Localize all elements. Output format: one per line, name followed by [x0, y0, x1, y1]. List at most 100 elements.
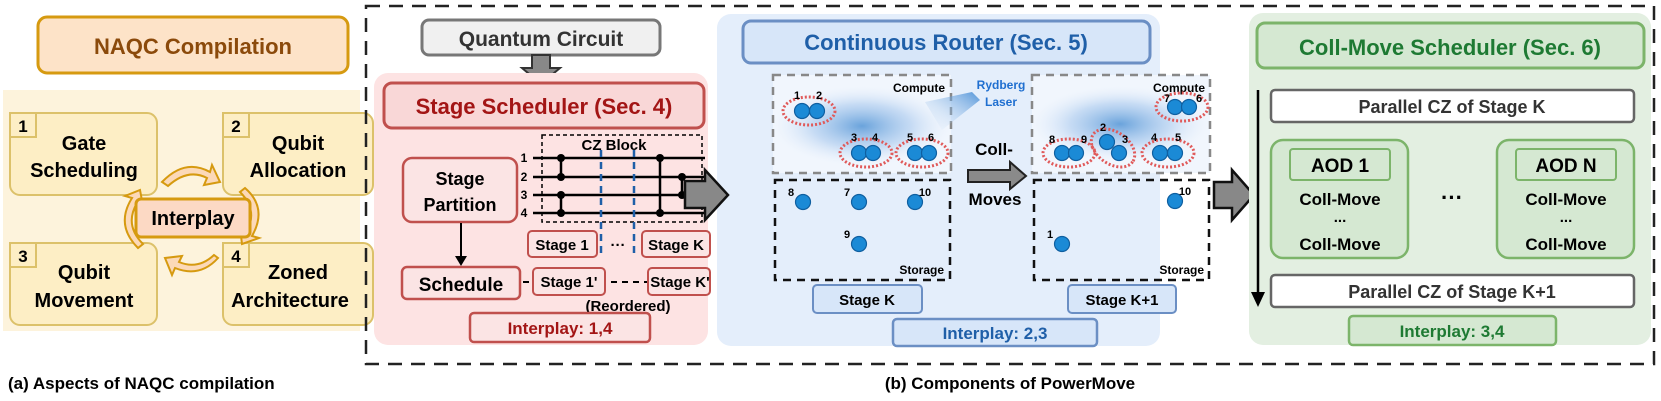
qubit-label: 2 — [521, 170, 528, 184]
atom-label: 4 — [1151, 132, 1158, 144]
atom-label: 7 — [1164, 93, 1170, 105]
cz-pair-outline — [838, 137, 894, 169]
svg-text:Rydberg: Rydberg — [977, 78, 1026, 92]
caption-b: (b) Components of PowerMove — [885, 374, 1135, 393]
svg-text:AOD 1: AOD 1 — [1311, 156, 1370, 177]
stage-k-tag — [812, 284, 923, 314]
cz-pair-outline — [781, 95, 837, 127]
svg-text:Qubit: Qubit — [58, 262, 111, 284]
svg-text:Coll-Move: Coll-Move — [1299, 235, 1380, 254]
arrow-down-icon — [1251, 292, 1265, 307]
svg-text:Stage 1': Stage 1' — [541, 274, 598, 291]
naqc-title-box — [36, 15, 350, 75]
atom-label: 6 — [928, 132, 934, 144]
svg-text:...: ... — [1560, 209, 1573, 226]
svg-text:1: 1 — [18, 117, 27, 136]
svg-text:Compute: Compute — [1153, 81, 1205, 95]
atom-label: 5 — [907, 132, 913, 144]
storage-zone — [773, 178, 952, 282]
atom-label: 2 — [1100, 122, 1106, 134]
aod-n-label-box — [1515, 148, 1617, 181]
atom-qubit — [1151, 144, 1169, 162]
naqc-panel: NAQC Compilation 1 Gate Scheduling 2 Qub… — [3, 15, 374, 393]
aod-ellipsis: ··· — [1441, 185, 1463, 210]
atom-qubit — [1067, 144, 1085, 162]
right-arrow-icon — [967, 159, 1028, 192]
laser-beam-icon — [925, 92, 980, 130]
qubit-label: 4 — [521, 206, 528, 220]
svg-text:AOD N: AOD N — [1535, 156, 1596, 177]
quantum-circuit-label: Quantum Circuit — [459, 28, 624, 51]
svg-text:Stage: Stage — [435, 169, 484, 189]
interplay-23-box — [891, 317, 1099, 348]
stage-kp-box — [647, 267, 711, 296]
svg-text:Interplay: 2,3: Interplay: 2,3 — [943, 324, 1048, 343]
atom-label: 8 — [788, 187, 794, 199]
atom-label: 9 — [844, 229, 850, 241]
svg-text:Coll-Move: Coll-Move — [1525, 235, 1606, 254]
svg-text:Architecture: Architecture — [231, 290, 349, 312]
atom-label: 10 — [1179, 186, 1191, 198]
stage-partition-box — [401, 156, 519, 224]
atom-label: 1 — [1047, 229, 1053, 241]
arrow-down-icon — [455, 256, 467, 266]
atom-label: 10 — [919, 187, 931, 199]
stage-scheduler-title: Stage Scheduler (Sec. 4) — [416, 94, 673, 119]
atom-qubit — [808, 102, 826, 120]
svg-text:Compute: Compute — [893, 81, 945, 95]
interplay-box — [134, 197, 252, 239]
atom-qubit — [850, 235, 868, 253]
atom-qubit — [1053, 235, 1071, 253]
atom-label: 1 — [794, 90, 800, 102]
atom-label: 7 — [844, 187, 850, 199]
svg-text:Stage K': Stage K' — [650, 274, 709, 291]
svg-text:Stage K+1: Stage K+1 — [1086, 292, 1159, 309]
svg-text:Laser: Laser — [985, 95, 1017, 109]
compute-zone — [771, 73, 953, 175]
collmove-title: Coll-Move Scheduler (Sec. 6) — [1299, 35, 1601, 60]
atom-label: 8 — [1049, 134, 1055, 146]
stage-1-box — [527, 230, 598, 258]
atom-qubit — [1110, 144, 1128, 162]
aspect-qubit-movement: 3 Qubit Movement — [9, 242, 158, 326]
stage-scheduler-panel: Stage Scheduler (Sec. 4) Stage Partition… — [374, 73, 711, 345]
svg-text:Stage K: Stage K — [648, 237, 704, 254]
svg-text:Coll-Move: Coll-Move — [1525, 190, 1606, 209]
router-panel: Continuous Router (Sec. 5) Compute Stora… — [717, 14, 1212, 348]
atom-qubit — [1166, 144, 1184, 162]
powermove-border — [364, 4, 1656, 366]
aspect-zoned-architecture: 4 Zoned Architecture — [222, 242, 374, 326]
naqc-title: NAQC Compilation — [94, 34, 292, 59]
svg-text:Qubit: Qubit — [272, 133, 325, 155]
cz-pair-outline — [1089, 127, 1137, 169]
atom-qubit — [920, 144, 938, 162]
svg-text:Interplay: 3,4: Interplay: 3,4 — [1400, 322, 1505, 341]
right-arrow-icon — [683, 166, 730, 224]
svg-text:Allocation: Allocation — [250, 160, 347, 182]
schedule-box — [400, 265, 522, 301]
collmove-panel: Coll-Move Scheduler (Sec. 6) Parallel CZ… — [1249, 13, 1651, 347]
svg-text:···: ··· — [611, 237, 626, 254]
atom-label: 5 — [1175, 132, 1181, 144]
interplay-34-box — [1347, 314, 1558, 347]
svg-text:4: 4 — [231, 247, 241, 266]
qubit-label: 1 — [521, 151, 528, 165]
cz-pair-outline — [894, 137, 950, 169]
svg-text:Zoned: Zoned — [268, 262, 328, 284]
aod-1-label-box — [1289, 148, 1391, 181]
right-arrow-icon — [1212, 166, 1256, 224]
atom-qubit — [906, 193, 924, 211]
atom-qubit — [1180, 98, 1198, 116]
atom-label: 3 — [1122, 134, 1128, 146]
svg-text:Parallel CZ of Stage K: Parallel CZ of Stage K — [1358, 97, 1545, 117]
svg-text:2: 2 — [231, 117, 240, 136]
atom-qubit — [864, 144, 882, 162]
parallel-cz-k-box — [1269, 88, 1636, 124]
atom-qubit — [850, 144, 868, 162]
cz-block — [541, 134, 703, 223]
storage-zone — [1032, 178, 1211, 282]
qubit-label: 3 — [521, 188, 528, 202]
svg-text:...: ... — [1334, 209, 1347, 226]
atom-qubit — [906, 144, 924, 162]
